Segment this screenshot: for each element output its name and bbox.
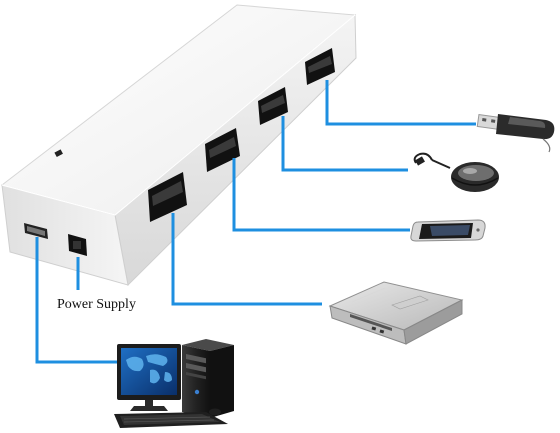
usb-hub-icon xyxy=(0,4,357,287)
retractable-mouse-icon xyxy=(413,152,499,192)
cable-to-computer xyxy=(35,237,118,364)
computer-mouse xyxy=(209,408,221,416)
desktop-computer-icon xyxy=(114,339,234,428)
monitor xyxy=(117,344,181,411)
host-port xyxy=(24,223,48,239)
power-port xyxy=(68,234,87,256)
cable-to-mouse xyxy=(281,116,408,172)
keyboard xyxy=(114,412,228,428)
usb-flash-drive-icon xyxy=(476,113,555,153)
power-supply-label: Power Supply xyxy=(57,297,136,312)
cable-to-usb-drive xyxy=(325,80,476,126)
computer-tower xyxy=(182,339,234,418)
usb-port xyxy=(148,172,187,222)
cable-to-tablet xyxy=(232,158,410,232)
usb-port xyxy=(258,87,288,125)
cable-to-dvd-player xyxy=(171,213,322,306)
usb-port xyxy=(205,128,240,172)
dvd-player-icon xyxy=(328,281,464,345)
usb-port xyxy=(305,48,335,85)
tablet-icon xyxy=(410,219,486,242)
